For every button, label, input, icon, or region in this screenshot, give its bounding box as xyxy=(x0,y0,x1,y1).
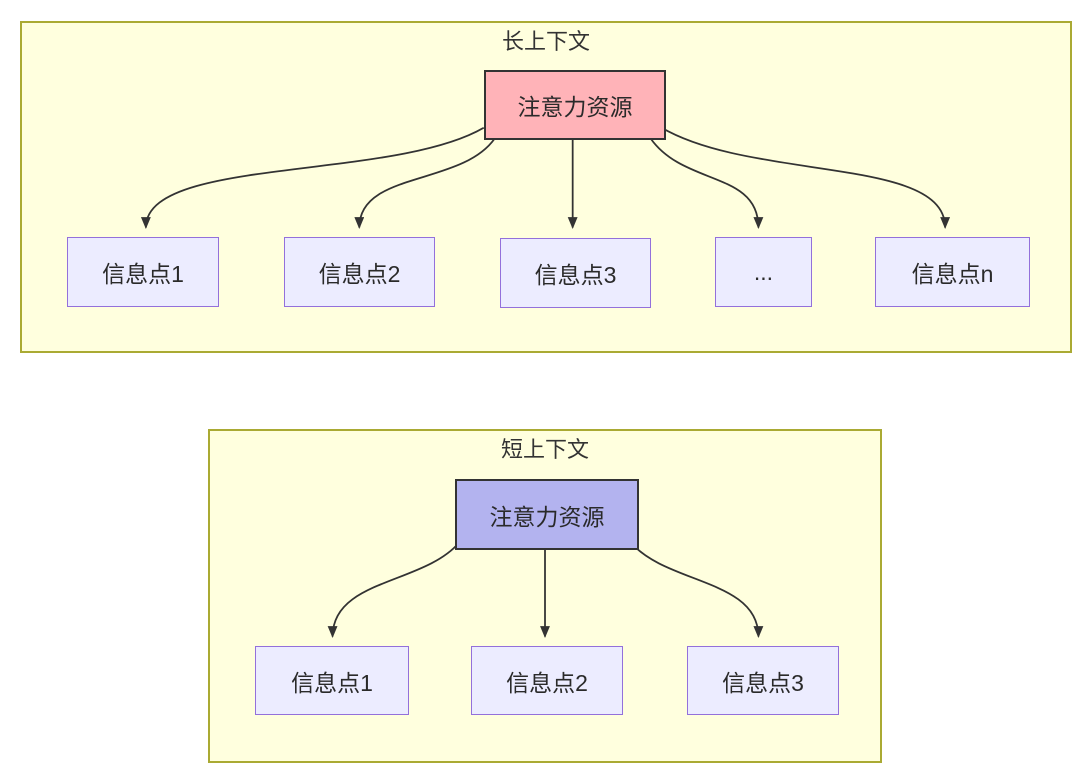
info-node-label: 信息点n xyxy=(911,261,994,287)
arrow-edge xyxy=(140,126,485,229)
info-node-2: 信息点2 xyxy=(284,237,435,307)
info-node-2: 信息点2 xyxy=(471,646,623,715)
info-node-ellipsis: ... xyxy=(715,237,812,307)
info-node-3: 信息点3 xyxy=(500,238,651,308)
attention-node-short-label: 注意力资源 xyxy=(489,503,605,530)
attention-node-short: 注意力资源 xyxy=(455,479,639,550)
info-node-1: 信息点1 xyxy=(67,237,219,307)
info-node-label: 信息点1 xyxy=(291,669,373,696)
attention-node-long-label: 注意力资源 xyxy=(517,94,633,120)
info-node-label: 信息点3 xyxy=(534,262,617,288)
info-node-label: 信息点2 xyxy=(318,261,401,287)
info-node-label: 信息点3 xyxy=(722,669,804,696)
arrow-edge xyxy=(661,126,951,229)
info-node-1: 信息点1 xyxy=(255,646,409,715)
info-node-label: 信息点2 xyxy=(506,669,588,696)
long-context-title: 长上下文 xyxy=(501,29,590,54)
arrow-edge xyxy=(327,542,460,638)
arrow-edge xyxy=(630,542,764,638)
short-context-group: 短上下文 注意力资源 信息点1 信息点2 信息点3 xyxy=(208,429,882,763)
info-node-n: 信息点n xyxy=(875,237,1030,307)
arrow-edge xyxy=(649,138,764,229)
attention-node-long: 注意力资源 xyxy=(484,70,666,140)
info-node-3: 信息点3 xyxy=(687,646,839,715)
short-context-title: 短上下文 xyxy=(500,437,589,462)
info-node-label: 信息点1 xyxy=(102,261,184,287)
long-context-group: 长上下文 注意力资源 信息点1 信息点2 信息点3 ... 信息点n xyxy=(20,21,1072,353)
arrow-edge xyxy=(354,138,496,229)
info-node-label: ... xyxy=(753,258,774,285)
